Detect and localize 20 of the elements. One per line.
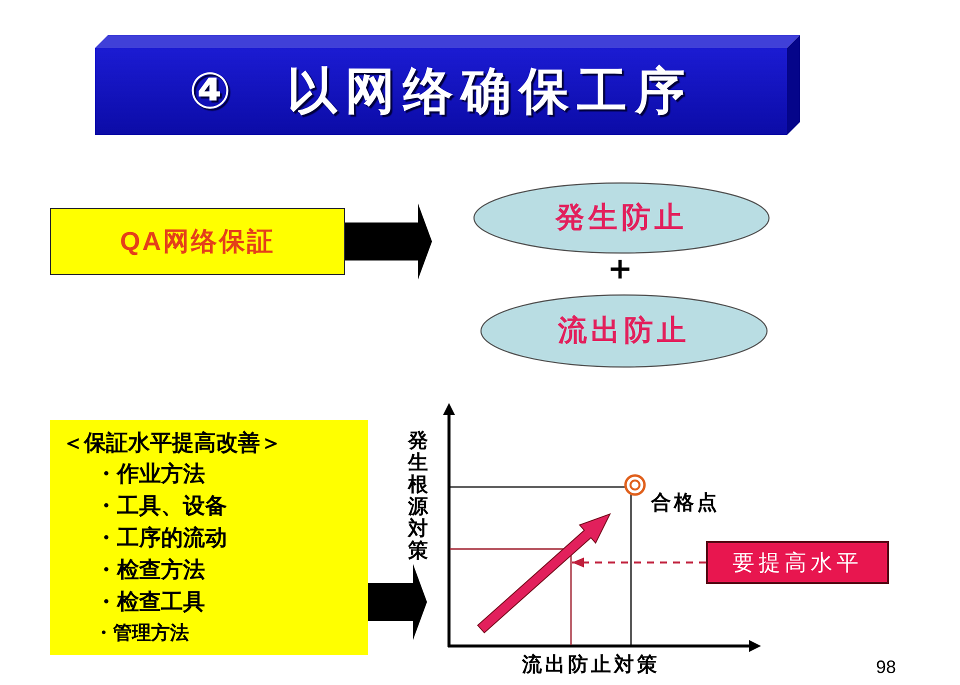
axis-label: 発生根源対策 <box>408 430 428 562</box>
list-heading: ＜保証水平提高改善＞ <box>62 429 282 457</box>
list-box <box>50 420 368 655</box>
page-number: 98 <box>876 656 896 678</box>
axis-label: 流出防止対策 <box>522 652 660 678</box>
list-item: ・检查方法 <box>95 556 205 584</box>
list-item: ・工具、设备 <box>95 492 227 520</box>
process-ellipse: 流出防止 <box>480 294 768 368</box>
list-item: ・作业方法 <box>95 460 205 488</box>
dashed-arrow <box>572 558 706 568</box>
list-item: ・管理方法 <box>94 622 189 646</box>
title-banner: ④ 以网络确保工序 <box>95 35 800 135</box>
point-label: 合格点 <box>651 491 720 516</box>
list-item: ・检查工具 <box>95 588 205 616</box>
callout-box: 要提高水平 <box>706 541 889 584</box>
block-arrow <box>368 564 427 640</box>
block-arrow <box>345 204 432 280</box>
process-ellipse: 発生防止 <box>473 182 770 254</box>
process-box: QA网络保証 <box>50 208 345 275</box>
list-item: ・工序的流动 <box>95 524 227 552</box>
